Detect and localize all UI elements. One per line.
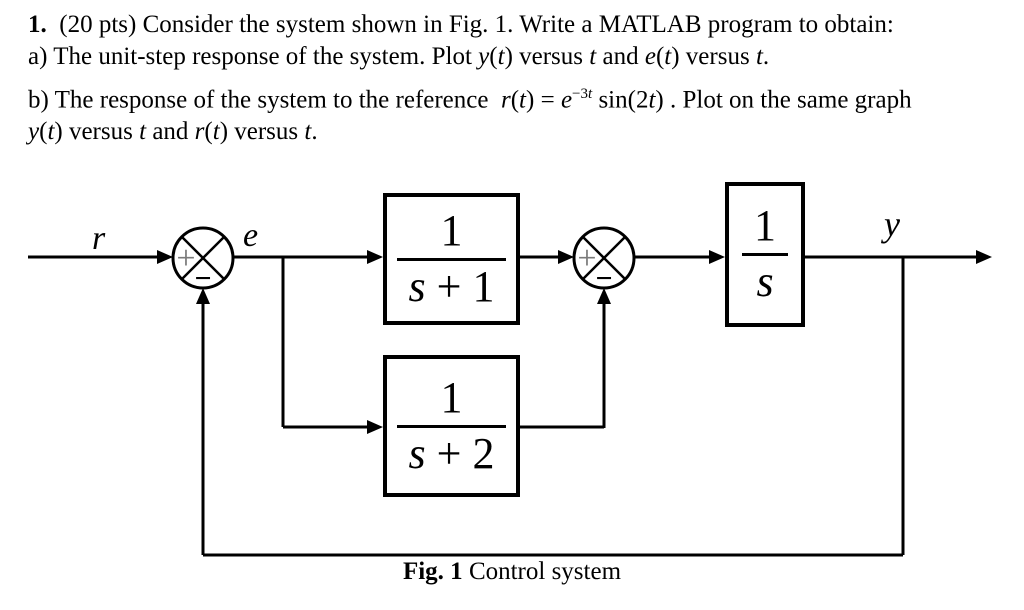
sum2-minus-sign: − <box>595 262 612 295</box>
tf1-numerator: 1 <box>440 205 463 255</box>
arrowhead-sum1-left <box>157 250 173 264</box>
sum2-diagonal-2 <box>582 236 626 280</box>
sum2-plus-sign: + <box>577 240 596 277</box>
sum1-diagonal-2 <box>181 236 225 280</box>
arrowhead-output <box>976 250 992 264</box>
arrowhead-integrator-input <box>709 250 725 264</box>
arrowhead-tf1-input <box>367 250 383 264</box>
signal-label-r: r <box>92 220 106 257</box>
figure-caption: Fig. 1 Control system <box>402 558 622 585</box>
tf1-fraction-bar <box>396 257 507 261</box>
block-tf2: 1 s + 2 <box>383 355 520 497</box>
tf2-numerator: 1 <box>440 372 463 422</box>
tf1-fraction: 1 s + 1 <box>396 205 507 311</box>
signal-label-e: e <box>243 217 259 254</box>
sum1-plus-sign: + <box>176 240 195 277</box>
tf1-denominator: s + 1 <box>408 261 495 311</box>
integrator-denominator: s <box>756 257 774 306</box>
tf2-denominator: s + 2 <box>408 428 495 478</box>
problem-line-4: y(t) versus t and r(t) versus t. <box>28 118 318 145</box>
arrowhead-sum2-bottom <box>597 288 611 304</box>
tf2-fraction-bar <box>396 424 507 428</box>
problem-line-1: 1. (20 pts) Consider the system shown in… <box>28 11 894 38</box>
integrator-fraction-bar <box>742 253 788 256</box>
arrowhead-tf2-input <box>367 420 383 434</box>
tf2-fraction: 1 s + 2 <box>396 372 507 478</box>
integrator-fraction: 1 s <box>742 201 788 306</box>
block-tf1: 1 s + 1 <box>383 193 520 325</box>
integrator-numerator: 1 <box>754 201 776 251</box>
arrowhead-sum2-left <box>558 250 574 264</box>
block-integrator: 1 s <box>725 182 805 327</box>
signal-label-y: y <box>884 204 900 244</box>
sum1-minus-sign: − <box>194 262 211 295</box>
arrowhead-sum1-bottom <box>196 288 210 304</box>
problem-line-3: b) The response of the system to the ref… <box>28 86 912 114</box>
problem-line-2: a) The unit-step response of the system.… <box>28 43 770 70</box>
